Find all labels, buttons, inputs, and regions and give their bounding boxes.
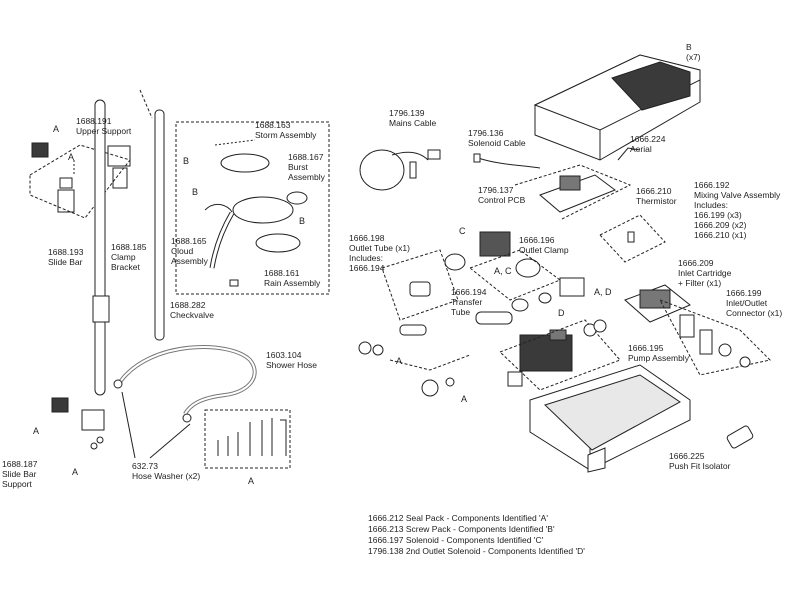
solenoid-outlet-drawing <box>444 231 585 301</box>
letter-a-c: A, C <box>494 266 512 276</box>
letter-d: D <box>558 308 565 318</box>
push-fit-isolator-drawing <box>726 425 754 449</box>
slide-bar-drawing <box>92 99 110 396</box>
letter-a: A <box>72 467 79 477</box>
letter-a: A <box>68 152 75 162</box>
note-solenoid: 1666.197 Solenoid - Components Identifie… <box>368 535 544 545</box>
upper-support-bracket-drawing <box>29 142 131 219</box>
component-notes: 1666.212 Seal Pack - Components Identifi… <box>368 513 585 557</box>
letter-a: A <box>248 476 255 486</box>
pump-assembly-drawing <box>499 319 621 391</box>
letter-a-d: A, D <box>594 287 612 297</box>
shower-head-assembly-drawing <box>175 121 330 295</box>
outlet-tube-drawing <box>358 249 459 356</box>
solenoid-cable-drawing <box>473 153 541 169</box>
mains-cable-drawing <box>359 149 441 191</box>
letter-c: C <box>459 226 466 236</box>
control-pcb-drawing <box>514 164 632 221</box>
note-2nd-outlet-solenoid: 1796.138 2nd Outlet Solenoid - Component… <box>368 546 585 556</box>
letter-a: A <box>461 394 468 404</box>
thermistor-drawing <box>599 214 666 263</box>
note-seal-pack: 1666.212 Seal Pack - Components Identifi… <box>368 513 548 523</box>
hardware-pack-drawing <box>204 409 291 469</box>
letter-b: B <box>183 156 190 166</box>
mixing-valve-drawing <box>624 284 772 376</box>
letter-a: A <box>396 356 403 366</box>
rail-bar-drawing <box>139 89 165 341</box>
transfer-tube-drawing <box>475 292 552 325</box>
aerial-drawing <box>617 147 641 161</box>
letter-b: B <box>192 187 199 197</box>
letter-a: A <box>33 426 40 436</box>
letter-b: B <box>299 216 306 226</box>
base-tray-drawing <box>529 364 691 473</box>
shower-hose-drawing <box>113 345 257 459</box>
note-screw-pack: 1666.213 Screw Pack - Components Identif… <box>368 524 555 534</box>
letter-a: A <box>53 124 60 134</box>
unit-cover-drawing <box>533 54 701 161</box>
seal-chain-drawing <box>389 319 607 397</box>
slide-bar-support-drawing <box>51 397 105 450</box>
label-cover-screws: B(x7) <box>686 42 701 62</box>
